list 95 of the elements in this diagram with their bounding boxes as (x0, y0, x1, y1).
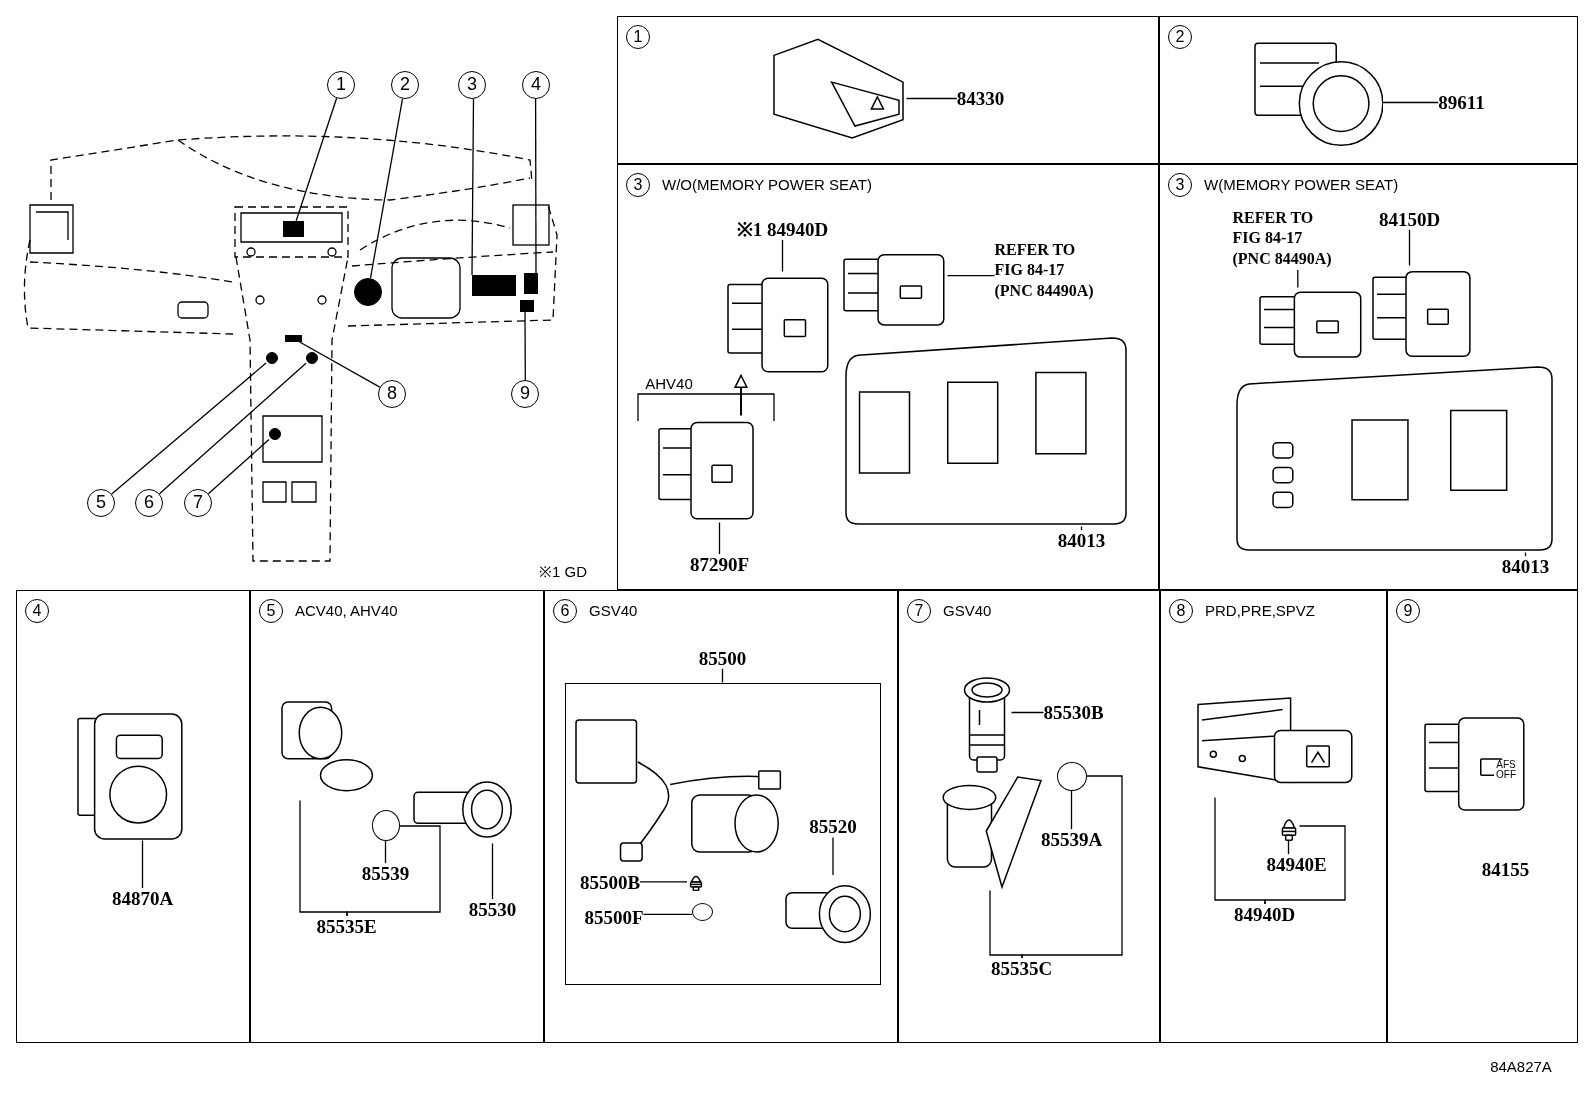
part-number: 85539 (361, 863, 410, 884)
leader-line (1070, 789, 1073, 830)
leader-line (1408, 229, 1411, 267)
marker-dot (269, 428, 281, 440)
leader-line (1264, 825, 1346, 905)
socket-drawing (961, 674, 1012, 775)
assembly-frame (524, 273, 538, 294)
parts-panel (544, 590, 898, 1043)
leader-line (299, 341, 381, 388)
parts-panel (1159, 164, 1578, 590)
leader-line (989, 889, 1023, 959)
part-number: 84013 (1057, 530, 1106, 551)
part-number: 85530B (1043, 702, 1104, 723)
marker-dot (266, 352, 278, 364)
assembly-frame (283, 221, 304, 237)
part-number: 85530 (468, 899, 517, 920)
panel-heading: ACV40, AHV40 (295, 602, 398, 619)
leader-line (346, 825, 441, 917)
callout-number: 8 (378, 380, 406, 408)
panel-heading: W(MEMORY POWER SEAT) (1204, 176, 1399, 193)
parts-panel (617, 16, 1159, 164)
part-number: 85539A (1040, 829, 1103, 850)
callout-number: 4 (522, 71, 550, 99)
reference-note: REFER TO FIG 84-17 (PNC 84490A) (994, 239, 1101, 302)
leader-line (642, 913, 693, 915)
leader-line (781, 239, 784, 273)
parts-panel (250, 590, 544, 1043)
part-number: 85520 (809, 816, 857, 838)
switch-legend: AFS OFF (1494, 760, 1518, 780)
leader-line (946, 275, 996, 277)
assembly-frame (472, 275, 516, 296)
callout-number: 5 (87, 489, 115, 517)
part-number: 87290F (689, 554, 750, 575)
leader-line (721, 668, 724, 684)
leader-line (1297, 269, 1299, 289)
part-number: 84155 (1481, 859, 1530, 880)
leader-line (1010, 711, 1045, 714)
leader-line (207, 438, 270, 495)
marker-dot (354, 278, 382, 306)
arrow (734, 374, 748, 417)
mirror-switch-drawing (74, 711, 184, 841)
callout-number: 6 (135, 489, 163, 517)
part-number: ※1 84940D (736, 219, 829, 240)
panel-heading: PRD,PRE,SPVZ (1205, 602, 1316, 619)
leader-line (534, 98, 537, 274)
parts-panel (898, 590, 1160, 1043)
footnote: ※1 GD (539, 562, 587, 581)
leader-line (905, 97, 958, 100)
callout-number: 3 (458, 71, 486, 99)
part-number: 84150D (1378, 209, 1441, 230)
leader-line (491, 842, 494, 900)
panel-heading: W/O(MEMORY POWER SEAT) (662, 176, 872, 193)
panel-heading: GSV40 (943, 602, 992, 619)
assembly-frame (520, 300, 534, 312)
leader-line (639, 881, 688, 883)
part-number: 85500 (698, 648, 747, 669)
assembly-frame (285, 335, 302, 342)
callout-number: 2 (391, 71, 419, 99)
leader-line (471, 98, 475, 276)
variant-label: AHV40 (645, 374, 693, 392)
parts-panel (1160, 590, 1387, 1043)
leader-line (718, 521, 721, 555)
leader-line (369, 98, 404, 279)
leader-line (158, 362, 307, 495)
parts-panel (1159, 16, 1578, 164)
part-number: 85535E (316, 916, 377, 937)
part-number: 89611 (1438, 92, 1485, 113)
figure-number: 84A827A (1490, 1057, 1552, 1075)
parts-panel (617, 164, 1159, 590)
leader-line (295, 97, 338, 222)
assembly-frame (564, 682, 881, 985)
part-number: 84940D (1233, 904, 1296, 925)
leader-line (384, 839, 387, 864)
part-number: 85535C (990, 958, 1053, 979)
reference-note: REFER TO FIG 84-17 (PNC 84490A) (1232, 207, 1339, 270)
marker-dot (306, 352, 318, 364)
leader-line (141, 839, 144, 889)
leader-line (1080, 525, 1083, 531)
leader-line (832, 836, 834, 876)
panel-heading: GSV40 (589, 602, 638, 619)
part-number: 84870A (111, 888, 174, 909)
parts-panel (1387, 590, 1578, 1043)
leader-line (111, 362, 267, 495)
leader-line (1524, 551, 1527, 557)
leader-line (1021, 775, 1123, 959)
parts-panel (16, 590, 250, 1043)
callout-number: 7 (184, 489, 212, 517)
leader-line (524, 311, 526, 381)
part-number: 84330 (956, 88, 1005, 109)
part-number: 85500B (579, 872, 641, 894)
part-number: 84940E (1266, 854, 1327, 875)
part-number: 84013 (1501, 556, 1550, 577)
part-number: 85500F (584, 907, 644, 929)
callout-number: 1 (327, 71, 355, 99)
callout-number: 9 (511, 380, 539, 408)
